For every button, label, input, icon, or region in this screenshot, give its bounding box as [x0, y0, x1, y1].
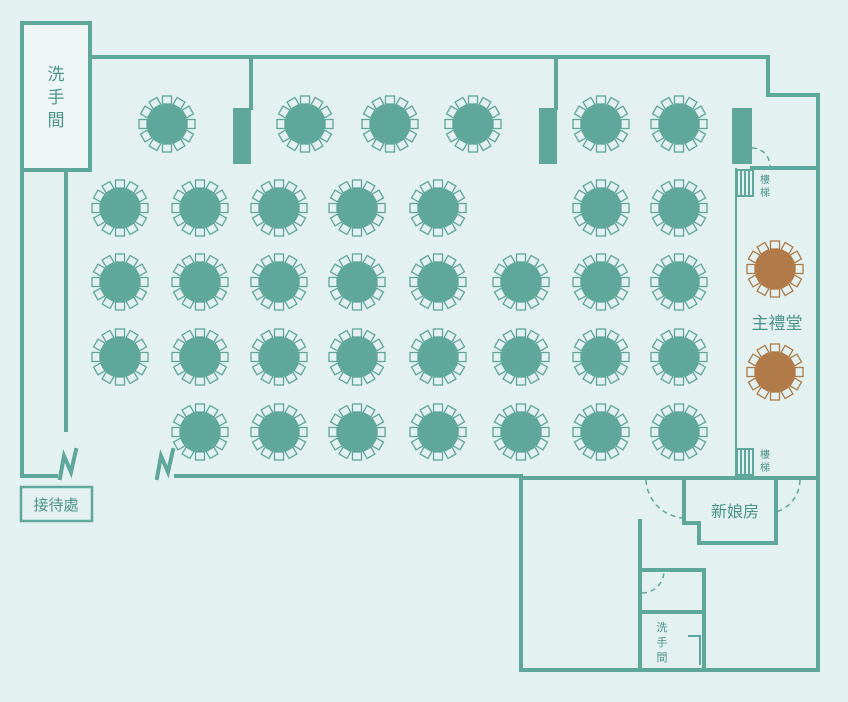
guest-table[interactable] [572, 179, 630, 237]
guest-table[interactable] [250, 403, 308, 461]
bridal-room-wall [682, 476, 778, 545]
guest-table[interactable] [361, 95, 419, 153]
guest-table[interactable] [650, 179, 708, 237]
guest-table[interactable] [409, 253, 467, 311]
restroom-small-label-1: 洗 [657, 621, 668, 634]
pillar [732, 108, 752, 164]
pillar [233, 108, 251, 164]
guest-table[interactable] [444, 95, 502, 153]
guest-table[interactable] [250, 253, 308, 311]
guest-table[interactable] [328, 179, 386, 237]
restroom-small-label-2: 手 [657, 635, 668, 649]
head-table[interactable] [746, 343, 804, 401]
stairs-bottom-label-2: 梯 [760, 461, 770, 474]
tables-layer [91, 95, 804, 461]
bridal-room-label: 新娘房 [711, 502, 759, 521]
stairs-bottom [736, 448, 754, 476]
guest-table[interactable] [409, 179, 467, 237]
guest-table[interactable] [572, 328, 630, 386]
guest-table[interactable] [91, 179, 149, 237]
guest-table[interactable] [492, 253, 550, 311]
stairs-top [736, 169, 754, 197]
door-swing [775, 479, 801, 513]
guest-table[interactable] [250, 328, 308, 386]
restroom-main-label-2: 手 [48, 88, 65, 108]
guest-table[interactable] [138, 95, 196, 153]
stairs-top-label-1: 樓 [760, 173, 770, 186]
door-swing [641, 570, 665, 594]
guest-table[interactable] [650, 95, 708, 153]
guest-table[interactable] [250, 179, 308, 237]
guest-table[interactable] [650, 403, 708, 461]
head-table-area-label: 主禮堂 [752, 314, 803, 334]
stairs-top-label-2: 梯 [760, 186, 770, 199]
restroom-main-label-1: 洗 [48, 65, 65, 85]
restroom-main[interactable] [20, 21, 92, 172]
hall-wall-top [88, 55, 820, 672]
guest-table[interactable] [572, 253, 630, 311]
head-table[interactable] [746, 240, 804, 298]
pillar [539, 108, 557, 164]
guest-table[interactable] [171, 179, 229, 237]
small-restroom-stall [688, 635, 701, 665]
restroom-main-label-3: 間 [48, 111, 65, 131]
door-swing [751, 147, 771, 167]
guest-table[interactable] [276, 95, 334, 153]
guest-table[interactable] [328, 253, 386, 311]
guest-table[interactable] [492, 403, 550, 461]
guest-table[interactable] [91, 328, 149, 386]
guest-table[interactable] [409, 328, 467, 386]
guest-table[interactable] [650, 253, 708, 311]
small-restroom-wall [640, 568, 706, 672]
guest-table[interactable] [572, 403, 630, 461]
guest-table[interactable] [409, 403, 467, 461]
reception-label: 接待處 [33, 496, 78, 514]
entrance-break-right [154, 447, 176, 481]
guest-table[interactable] [572, 95, 630, 153]
restroom-small-label-3: 間 [657, 651, 668, 664]
entrance-break-left [57, 447, 79, 481]
reception-desk[interactable] [19, 485, 94, 523]
guest-table[interactable] [328, 403, 386, 461]
guest-table[interactable] [171, 253, 229, 311]
guest-table[interactable] [492, 328, 550, 386]
hall-wall-left [20, 168, 58, 478]
guest-table[interactable] [328, 328, 386, 386]
guest-table[interactable] [171, 403, 229, 461]
door-swing [645, 479, 685, 519]
guest-table[interactable] [650, 328, 708, 386]
guest-table[interactable] [171, 328, 229, 386]
stairs-bottom-label-1: 樓 [760, 448, 770, 461]
guest-table[interactable] [91, 253, 149, 311]
